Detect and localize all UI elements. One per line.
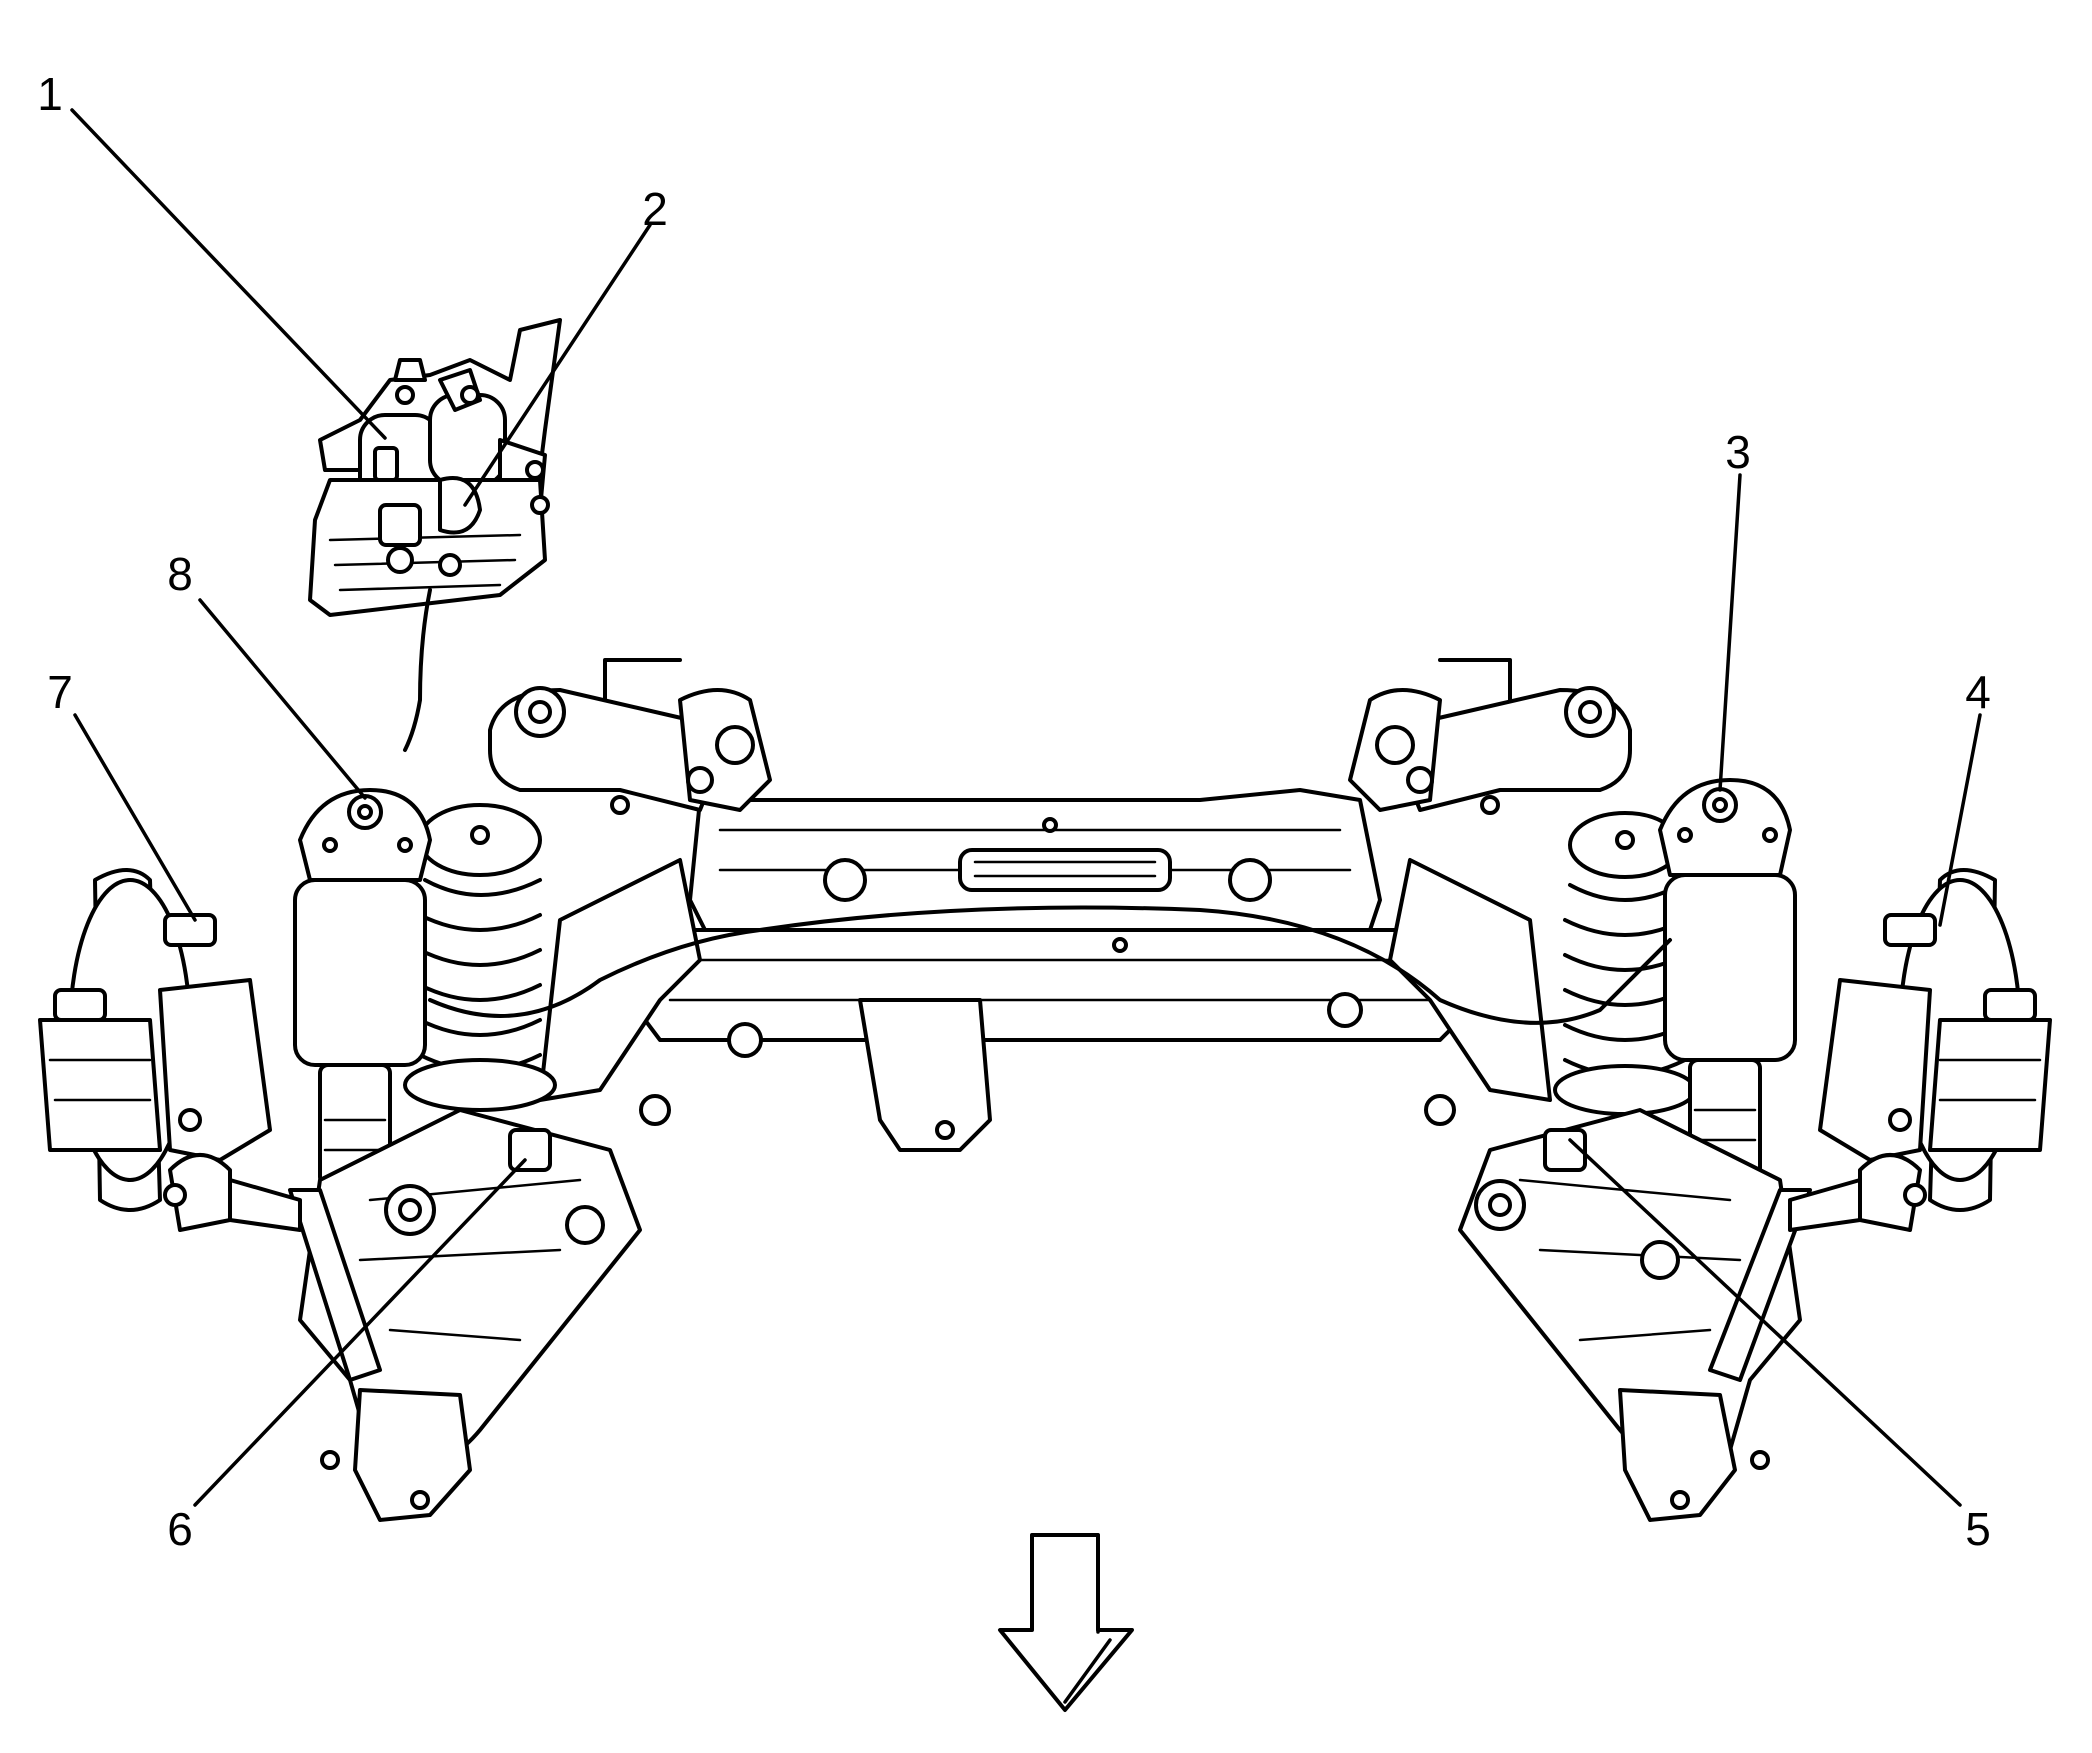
air-compressor-assembly [308,318,562,617]
callout-1: 1 [37,68,63,120]
upper-control-arm-right [1348,658,1632,815]
coil-spring-left [403,803,557,1112]
lower-control-arm-right [1458,1108,1812,1522]
air-strut-right [1658,778,1797,1182]
wheel-hub-right [1788,868,2052,1232]
lower-control-arm-left [288,1108,642,1522]
callout-3: 3 [1725,426,1751,478]
callout-4: 4 [1965,666,1991,718]
height-sensor-left [508,1128,552,1172]
coil-spring-right [1553,811,1697,1116]
callout-5: 5 [1965,1503,1991,1555]
direction-arrow-shadow [1063,1533,1112,1704]
callout-2: 2 [642,183,668,235]
air-strut-left [293,788,432,1187]
callout-6: 6 [167,1503,193,1555]
direction-arrow-down-icon [998,1533,1134,1712]
callout-leaders [70,108,1982,1507]
air-line-crossmember [428,905,1672,1025]
wheel-hub-left [38,868,302,1232]
air-line [403,588,432,752]
height-sensor-right [1543,1128,1587,1172]
callout-8: 8 [167,548,193,600]
callout-7: 7 [47,666,73,718]
crossmember [538,788,1552,1152]
upper-control-arm-left [488,658,772,815]
